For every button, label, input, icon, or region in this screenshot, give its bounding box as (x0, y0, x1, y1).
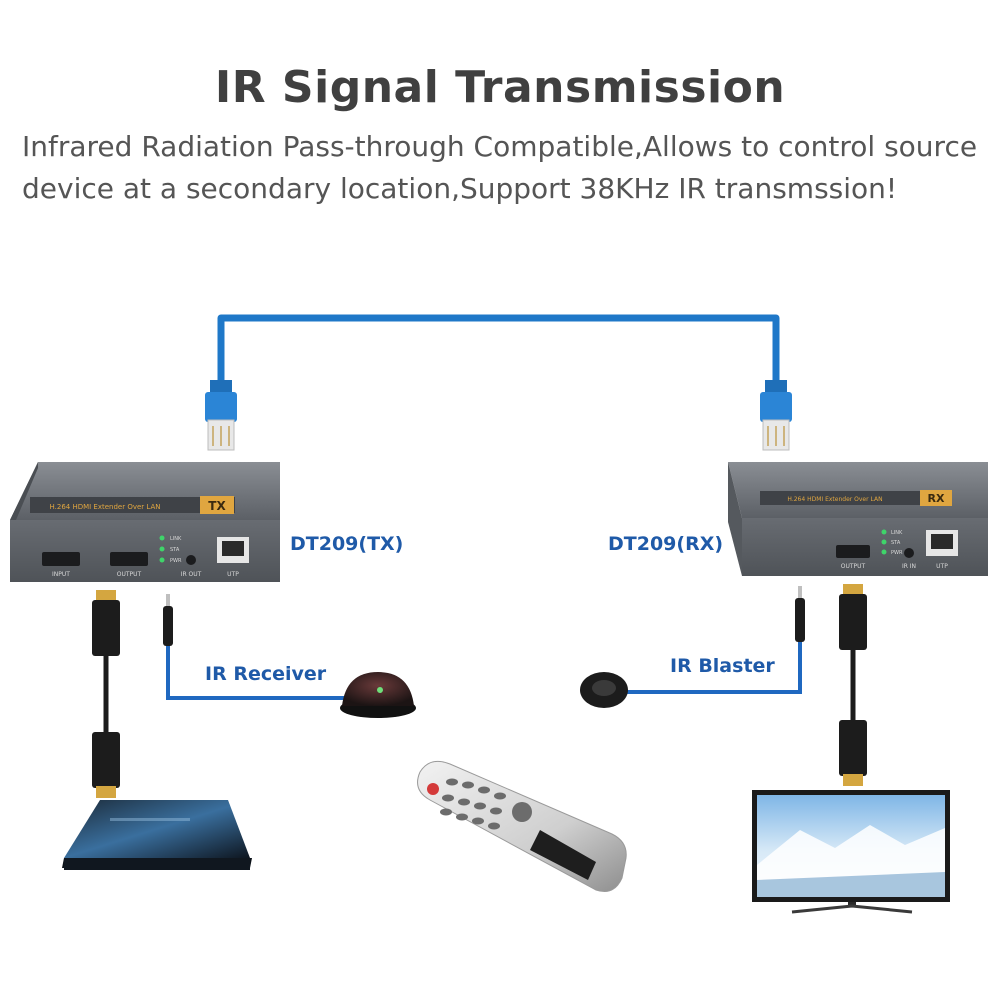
tx-ir-label: IR OUT (181, 571, 202, 578)
tx-label: DT209(TX) (290, 533, 403, 555)
rx-utp-label: UTP (936, 563, 948, 570)
rj45-connector-rx (760, 380, 792, 451)
rx-badge: RX (928, 492, 945, 505)
tx-badge: TX (208, 499, 226, 513)
rx-led-sta (881, 539, 887, 545)
description: Infrared Radiation Pass-through Compatib… (22, 126, 987, 210)
rx-led-label: PWR (891, 550, 903, 556)
ir-receiver-device (340, 672, 416, 718)
rx-label: DT209(RX) (608, 533, 723, 555)
hdmi-cable-rx (839, 584, 867, 786)
rx-led-label: STA (891, 540, 901, 546)
tx-hdmi-input-port (42, 552, 80, 566)
rx-banner: H.264 HDMI Extender Over LAN (787, 496, 882, 503)
hdmi-cable-tx (92, 590, 120, 798)
tx-hdmi-output-port (110, 552, 148, 566)
television (752, 790, 950, 914)
tx-input-label: INPUT (52, 571, 70, 578)
ir-blaster-cable (615, 586, 805, 694)
rx-led-link (881, 529, 887, 535)
tx-banner: H.264 HDMI Extender Over LAN (50, 503, 161, 511)
rx-led-label: LINK (891, 530, 903, 536)
tx-led-sta (159, 546, 165, 552)
network-cable (217, 314, 780, 382)
tx-led-pwr (159, 557, 165, 563)
rx-ir-in-jack (904, 548, 914, 558)
remote-control (417, 760, 627, 892)
ir-receiver-label: IR Receiver (205, 663, 327, 685)
rx-led-pwr (881, 549, 887, 555)
tx-unit: H.264 HDMI Extender Over LAN TX INPUT OU… (10, 462, 280, 582)
tx-led-link (159, 535, 165, 541)
rx-output-label: OUTPUT (841, 563, 866, 570)
blu-ray-player (62, 800, 252, 870)
ir-blaster-device (580, 672, 628, 708)
tx-led-label: PWR (170, 558, 182, 564)
rx-ir-label: IR IN (902, 563, 916, 570)
description-line-2: device at a secondary location,Support 3… (22, 172, 898, 205)
remote-power-button (427, 783, 439, 795)
page-title: IR Signal Transmission (214, 62, 786, 113)
tx-ir-out-jack (186, 555, 196, 565)
tx-led-label: STA (170, 547, 180, 553)
tx-led-label: LINK (170, 536, 182, 542)
rx-hdmi-output-port (836, 545, 870, 558)
tx-output-label: OUTPUT (117, 571, 142, 578)
ir-blaster-label: IR Blaster (670, 655, 775, 677)
ir-receiver-cable (163, 594, 345, 700)
rj45-connector-tx (205, 380, 237, 451)
rx-unit: H.264 HDMI Extender Over LAN RX OUTPUT L… (728, 462, 988, 576)
description-line-1: Infrared Radiation Pass-through Compatib… (22, 130, 978, 163)
tx-utp-label: UTP (227, 571, 239, 578)
